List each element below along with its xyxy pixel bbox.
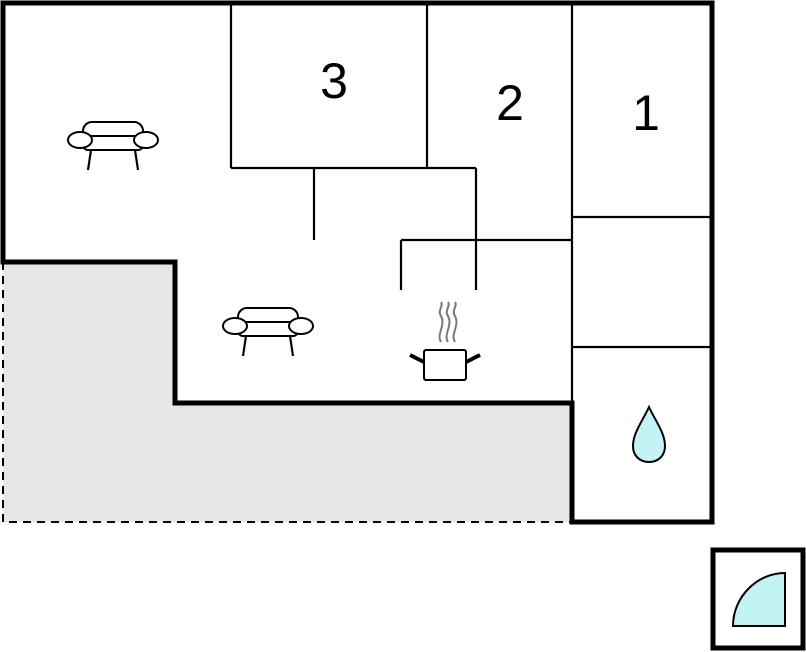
cooking-pot-icon <box>409 301 481 381</box>
sofa-icon <box>67 121 159 171</box>
room-label-1: 1 <box>632 85 660 141</box>
room-label-2: 2 <box>496 75 524 131</box>
interior-walls <box>229 3 712 403</box>
sofa-icon <box>222 307 314 357</box>
terrace-outline <box>2 262 570 523</box>
water-drop-icon <box>631 404 667 464</box>
terrace-area <box>3 262 570 522</box>
room-label-3: 3 <box>320 53 348 109</box>
shower-box <box>710 547 806 651</box>
shower-icon <box>731 571 786 627</box>
